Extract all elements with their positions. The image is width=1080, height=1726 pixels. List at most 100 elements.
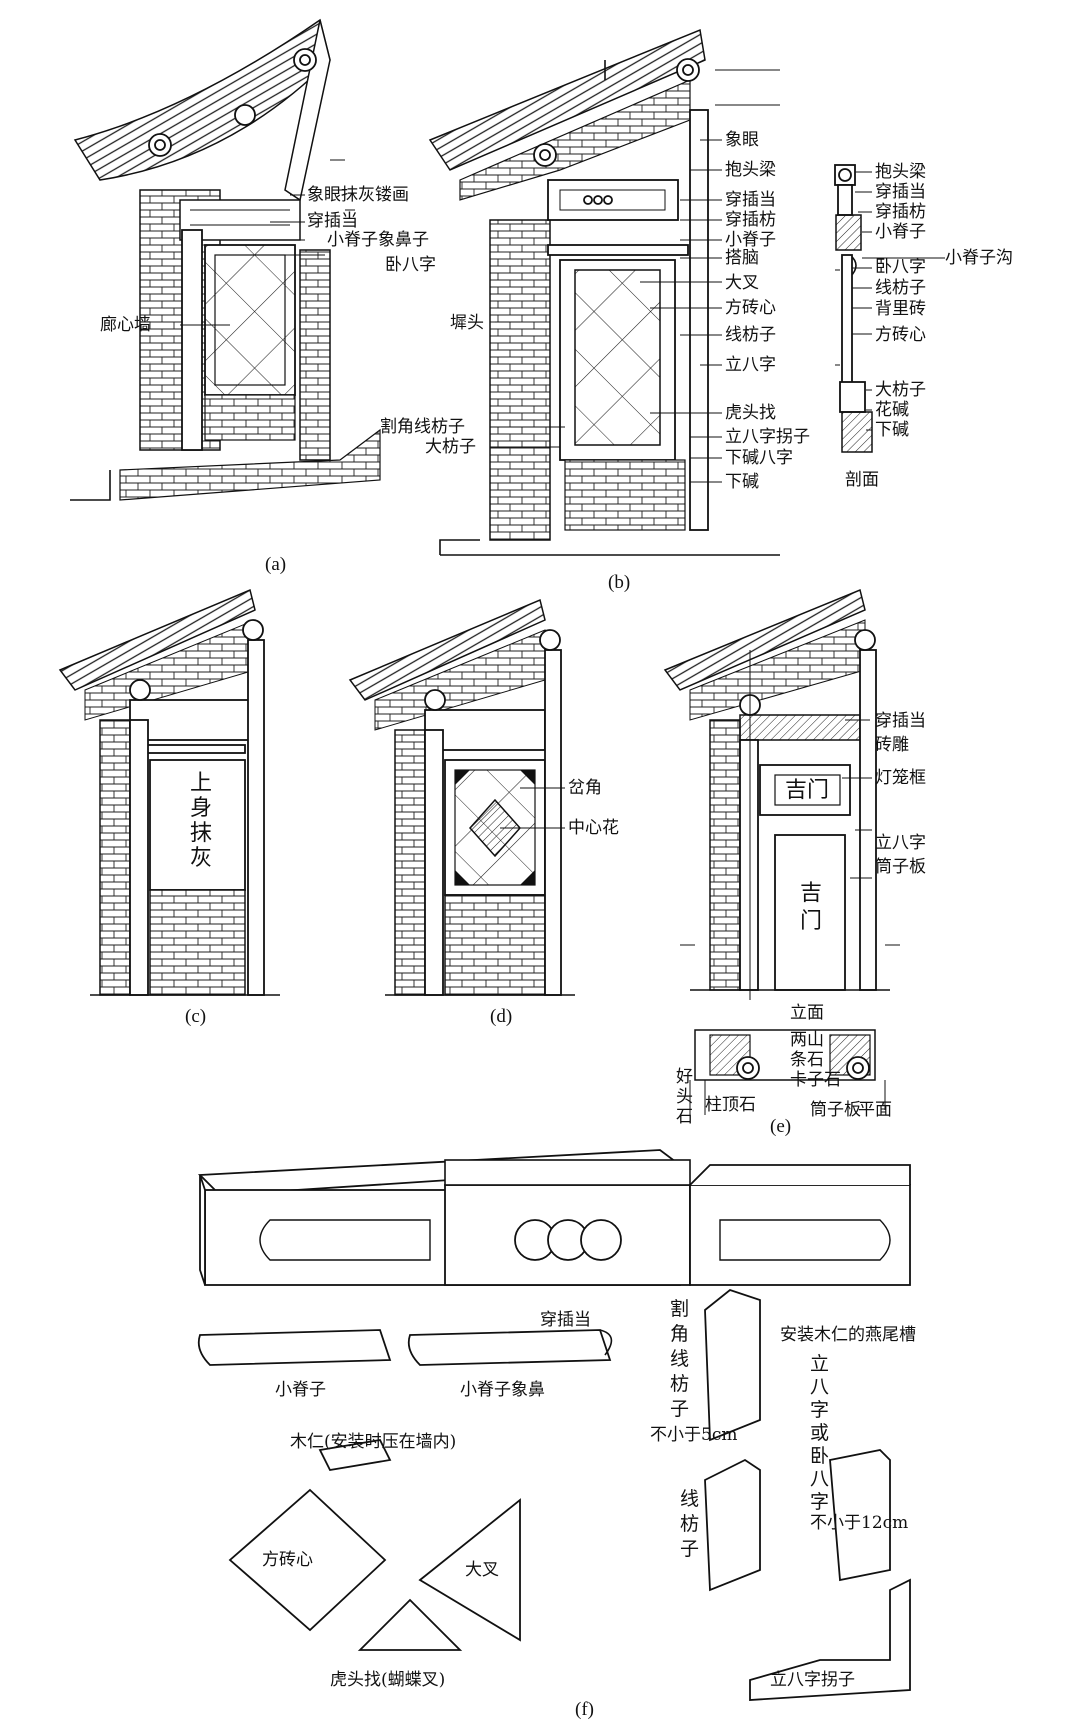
label-baotouliang-b: 抱头梁 [725,160,776,180]
panel-a-drawing [70,18,381,501]
label-f-liba-3: 字 [810,1399,829,1421]
label-f-liba-5: 卧 [810,1445,829,1467]
label-section-beilizhuan: 背里砖 [875,299,926,319]
label-chuanchadang-e: 穿插当 [875,711,926,731]
label-chuanchadang-a: 穿插当 [307,211,358,231]
label-langxinqiang: 廊心墙 [100,315,151,335]
label-denglongkuang: 灯笼框 [875,768,926,788]
panel-c-drawing [58,588,280,996]
panel-f-chuanchadang [197,1149,911,1286]
label-f-gejiao-4: 枋 [670,1373,689,1395]
label-f-gejiao-1: 割 [670,1298,689,1320]
panel-e-plaque: 吉门 [785,778,829,803]
label-libazi-b: 立八字 [725,355,776,375]
label-f-gejiao-5: 子 [670,1398,689,1420]
caption-c: (c) [185,1006,206,1027]
label-chuanchadang-b: 穿插当 [725,190,776,210]
label-f-muren: 木仁(安装时压在墙内) [290,1432,456,1452]
label-xiajian-b: 下碱 [725,472,759,492]
label-f-liba-4: 或 [810,1422,829,1444]
label-f-libazi-guaizi: 立八字拐子 [770,1670,855,1690]
label-woba-a: 卧八字 [385,255,436,275]
label-haotoushi-1: 好 [676,1067,693,1087]
panel-b-leaders [490,69,780,483]
panel-f-fangzi-pieces [704,1288,911,1701]
label-f-xiaojizi-xiangbi: 小脊子象鼻 [460,1380,545,1400]
label-f-chuanchadang: 穿插当 [540,1310,591,1330]
panel-a-leaders [180,194,325,326]
label-xianfangzi-b: 线枋子 [725,325,776,345]
label-section-woba: 卧八字 [875,257,926,277]
section-drawing [834,164,873,453]
label-f-xiaojizi: 小脊子 [275,1380,326,1400]
label-zhongxinhua: 中心花 [568,818,619,838]
label-section-xiaojizigou: 小脊子沟 [945,248,1013,268]
panel-b-drawing [428,28,780,556]
label-f-liba-1: 立 [810,1353,829,1375]
label-xiaojizi-xiangbizi: 小脊子象鼻子 [327,230,429,250]
label-section-xianfangzi: 线枋子 [875,278,926,298]
label-libazi-e: 立八字 [875,833,926,853]
caption-b: (b) [608,572,630,593]
label-section-fangzhuanxin: 方砖心 [875,325,926,345]
label-liangshan: 两山 [790,1030,824,1050]
label-hutouzhao: 虎头找 [725,403,776,423]
label-f-liba-6: 八 [810,1468,829,1490]
panel-e-drawing [663,588,900,1115]
label-f-hutouzhao: 虎头找(蝴蝶叉) [330,1670,445,1690]
label-tongziban-plan: 筒子板 [810,1100,861,1120]
label-dafangzi-b: 大枋子 [425,437,476,457]
panel-c-text-1: 上 [190,771,212,796]
label-section-xiajian: 下碱 [875,420,909,440]
label-xiajian-bazi: 下碱八字 [725,448,793,468]
label-haotoushi-2: 头 [676,1087,693,1107]
label-chajiao: 岔角 [568,778,602,798]
label-chitou: 墀头 [450,313,484,333]
label-section-dafangzi: 大枋子 [875,380,926,400]
label-section-baotouliang: 抱头梁 [875,162,926,182]
label-f-gejiao-3: 线 [670,1348,689,1370]
panel-d-drawing [348,598,575,996]
label-tiaoshi: 条石 [790,1050,824,1070]
panel-c-text-4: 灰 [190,846,212,871]
label-fangzhuanxin-b: 方砖心 [725,298,776,318]
label-f-dacha: 大叉 [465,1560,499,1580]
panel-c-text-3: 抹 [190,821,212,846]
label-f-xianfang-1: 线 [680,1488,699,1510]
section-title: 剖面 [845,470,879,490]
panel-f-xiaojizi [197,1329,613,1366]
label-dacha-b: 大叉 [725,273,759,293]
panel-e-door-2: 门 [800,909,822,934]
caption-d: (d) [490,1006,512,1027]
panel-c-text-2: 身 [190,796,212,821]
label-kazishi: 卡子石 [790,1070,841,1090]
label-f-note-5cm: 不小于5cm [650,1425,737,1445]
panel-f-muren [228,1439,521,1651]
label-danao: 搭脑 [725,248,759,268]
label-section-chuanchafang: 穿插枋 [875,202,926,222]
panel-e-door-1: 吉 [800,881,822,906]
label-zhudingshi: 柱顶石 [705,1095,756,1115]
label-f-xianfang-2: 枋 [680,1513,699,1535]
label-section-xiaojizi: 小脊子 [875,222,926,242]
label-f-liba-2: 八 [810,1376,829,1398]
label-chuanchafang-b: 穿插枋 [725,210,776,230]
label-tongziban-e: 筒子板 [875,857,926,877]
label-xiangyan-mohui: 象眼抹灰镂画 [307,185,409,205]
label-f-liba-7: 字 [810,1491,829,1513]
label-pingmian: 平面 [858,1100,892,1120]
label-xiaojizi-b: 小脊子 [725,230,776,250]
label-f-xianfang-3: 子 [680,1538,699,1560]
label-xiangyan: 象眼 [725,130,759,150]
label-f-yanweicao: 安装木仁的燕尾槽 [780,1325,916,1345]
label-section-chuanchadang: 穿插当 [875,182,926,202]
label-f-note-12cm: 不小于12cm [810,1513,908,1533]
label-f-gejiao-2: 角 [670,1323,689,1345]
section-leaders [852,171,945,431]
label-libazi-guaizi: 立八字拐子 [725,427,810,447]
caption-e: (e) [770,1116,791,1137]
label-gejiao-xianfangzi: 割角线枋子 [380,417,465,437]
label-limian: 立面 [790,1003,824,1023]
label-haotoushi-3: 石 [676,1107,693,1127]
